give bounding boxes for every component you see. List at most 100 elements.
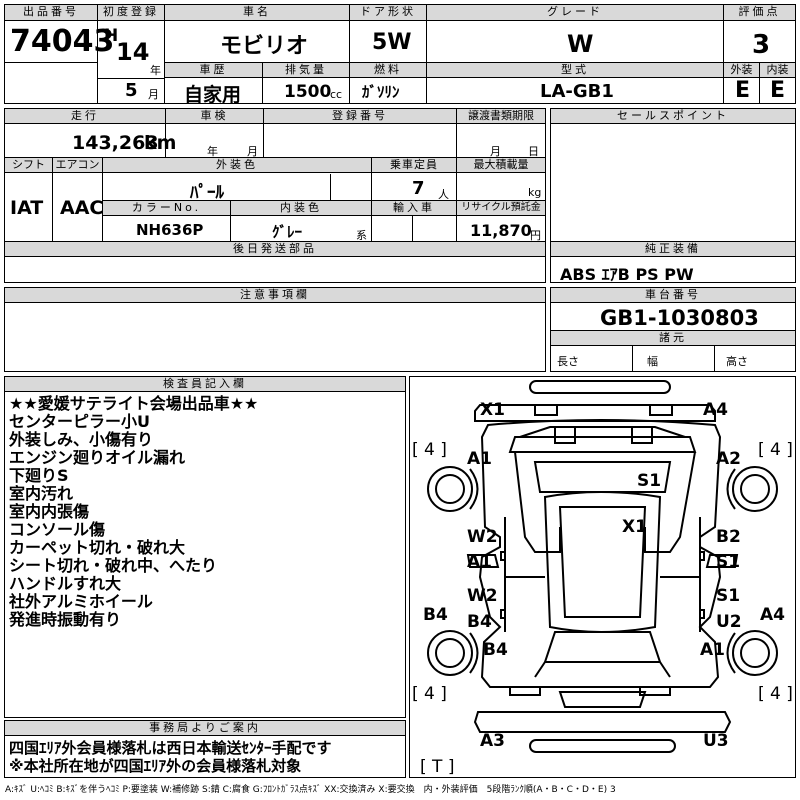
- transfer-month: 月: [490, 145, 501, 158]
- interior-color-unit: 系: [356, 229, 367, 242]
- legend: A:ｷｽﾞ U:ﾍｺﾐ B:ｷｽﾞを伴うﾍｺﾐ P:要塗装 W:補修跡 S:錆 …: [5, 785, 616, 795]
- score: 3: [752, 30, 771, 60]
- displacement-unit: cc: [330, 88, 343, 101]
- damage-label: B4: [483, 640, 508, 660]
- length-label: 長さ: [557, 355, 579, 368]
- lot-label: 出品番号: [5, 5, 97, 21]
- office-section: [4, 720, 406, 778]
- note-line: 外装しみ、小傷有り: [9, 430, 154, 449]
- caution-section: [4, 287, 546, 372]
- height-label: 高さ: [726, 355, 748, 368]
- load-label: 最大積載量: [457, 158, 545, 173]
- note-line: ハンドルすれ大: [9, 574, 122, 593]
- note-line: カーペット切れ・破れ大: [9, 538, 186, 557]
- color-number: NH636P: [136, 221, 204, 239]
- damage-label: A3: [480, 731, 505, 751]
- aircon: AAC: [60, 197, 104, 219]
- inspection-year: 年: [207, 145, 218, 158]
- displacement: 1500: [284, 82, 332, 102]
- damage-label: A4: [760, 605, 785, 625]
- chassis-number: GB1-1030803: [600, 306, 759, 330]
- tire-tread-label: [ 4 ]: [412, 440, 447, 460]
- displacement-label: 排気量: [263, 63, 349, 78]
- note-line: エンジン廻りオイル漏れ: [9, 448, 186, 467]
- inspection-month: 月: [247, 145, 258, 158]
- note-line: 室内内張傷: [9, 502, 90, 521]
- car-name-label: 車名: [165, 5, 349, 21]
- tire-tread-label: [ 4 ]: [758, 684, 793, 704]
- colorno-label: カラーNo.: [103, 201, 230, 216]
- office-line-2: ※本社所在地が四国ｴﾘｱ外の会員様落札対象: [9, 757, 302, 775]
- note-line: コンソール傷: [9, 520, 106, 539]
- aircon-label: エアコン: [53, 158, 102, 173]
- damage-diagram: [409, 376, 796, 778]
- equipment-label: 純正装備: [551, 242, 795, 257]
- damage-label: S1: [716, 586, 741, 606]
- caution-label: 注意事項欄: [5, 288, 545, 303]
- load-unit: kg: [528, 186, 542, 199]
- recycle-unit: 円: [530, 229, 541, 242]
- regno-label: 登録番号: [264, 109, 456, 124]
- tire-tread-label: [ 4 ]: [758, 440, 793, 460]
- office-line-1: 四国ｴﾘｱ外会員様落札は西日本輸送ｾﾝﾀｰ手配です: [9, 739, 332, 757]
- note-line: センターピラー小U: [9, 412, 150, 431]
- exterior-score: E: [735, 78, 751, 103]
- later-parts-label: 後日発送部品: [5, 242, 545, 257]
- reg-month: 5: [125, 80, 138, 101]
- damage-label: U2: [716, 612, 742, 632]
- inspection-label: 車検: [166, 109, 263, 124]
- chassis-section: [550, 287, 796, 372]
- import-label: 輸入車: [372, 201, 456, 216]
- width-label: 幅: [647, 355, 658, 368]
- capacity-label: 乗車定員: [372, 158, 456, 173]
- history-label: 車歴: [165, 63, 262, 78]
- vehicle-info-section: [4, 108, 546, 283]
- damage-label: W2: [467, 586, 498, 606]
- note-line: 下廻りS: [9, 466, 69, 485]
- color: ﾊﾟｰﾙ: [190, 183, 224, 203]
- capacity-unit: 人: [438, 188, 449, 201]
- exterior-label: 外装: [724, 63, 759, 78]
- month-unit: 月: [148, 88, 159, 101]
- model-label: 型式: [427, 63, 723, 78]
- office-label: 事務局よりご案内: [5, 721, 405, 736]
- damage-label: A4: [703, 400, 728, 420]
- interior-color: ｸﾞﾚｰ: [272, 223, 303, 241]
- intcolor-label: 内装色: [231, 201, 371, 216]
- note-line: 社外アルミホイール: [9, 592, 153, 611]
- damage-label: S1: [637, 471, 662, 491]
- damage-label: B2: [716, 527, 741, 547]
- damage-label: B4: [423, 605, 448, 625]
- grade: W: [567, 30, 594, 58]
- reg-year: 14: [116, 38, 150, 66]
- inspector-section: [4, 376, 406, 718]
- capacity: 7: [412, 178, 425, 199]
- first-reg-label: 初度登録: [98, 5, 164, 21]
- transfer-day: 日: [528, 145, 539, 158]
- sales-point-label: セールスポイント: [551, 109, 795, 124]
- lot-number: 74043: [10, 24, 115, 59]
- recycle-fee: 11,870: [470, 221, 532, 240]
- door-label: ドア形状: [350, 5, 426, 21]
- interior-label: 内装: [760, 63, 795, 78]
- history: 自家用: [184, 84, 242, 106]
- interior-score: E: [770, 78, 786, 103]
- era: H: [104, 26, 119, 46]
- damage-label: W2: [467, 527, 498, 547]
- header-section: [4, 4, 796, 104]
- mileage-unit: km: [144, 132, 177, 154]
- car-name: モビリオ: [220, 34, 309, 59]
- transfer-label: 譲渡書類期限: [457, 109, 545, 124]
- damage-label: A1: [467, 449, 492, 469]
- damage-label: X1: [480, 400, 505, 420]
- recycle-label: リサイクル預託金: [457, 201, 545, 216]
- note-line: 室内汚れ: [9, 484, 74, 503]
- tire-tread-label: [ 4 ]: [412, 684, 447, 704]
- damage-label: A1: [467, 552, 492, 572]
- note-line: シート切れ・破れ中、へたり: [9, 556, 218, 575]
- fuel: ｶﾞｿﾘﾝ: [362, 83, 400, 101]
- damage-label: S1: [716, 552, 741, 572]
- damage-label: A1: [700, 640, 725, 660]
- chassis-label: 車台番号: [551, 288, 795, 303]
- sales-point-section: [550, 108, 796, 283]
